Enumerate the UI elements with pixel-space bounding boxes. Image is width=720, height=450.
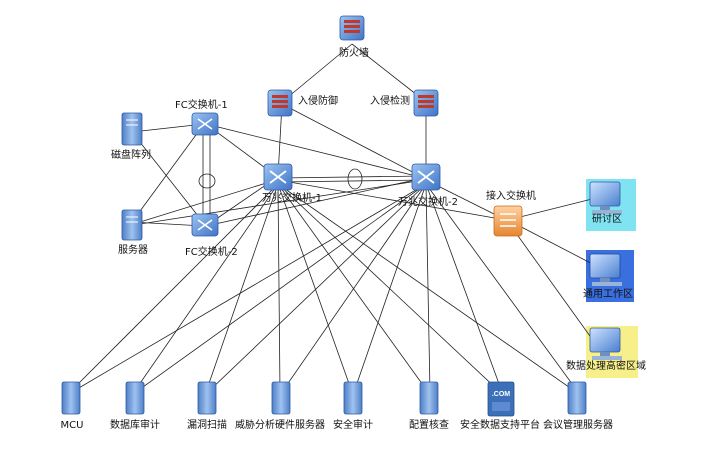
bottom-label-security-data-platform: 安全数据支持平台 (460, 420, 540, 431)
bottom-label-meeting-mgmt: 会议管理服务器 (543, 420, 613, 431)
vulnerability-scan-server-icon[interactable] (197, 381, 217, 415)
core-switch-1-icon[interactable] (263, 163, 293, 191)
config-check-server-icon[interactable] (419, 381, 439, 415)
bottom-label-vulnerability-scan: 漏洞扫描 (187, 420, 227, 431)
security-data-platform-server-icon[interactable]: .COM (487, 381, 515, 417)
access-switch-label: 接入交换机 (486, 191, 536, 202)
core-link-aggregation-ellipse (347, 168, 363, 190)
fc-switch-2-label: FC交换机-2 (185, 247, 238, 258)
core-switch-2-icon[interactable] (411, 163, 441, 191)
intrusion-prevention-icon[interactable] (267, 89, 293, 117)
access-switch-icon[interactable] (493, 205, 523, 237)
firewall-icon[interactable] (339, 15, 365, 41)
fc-switch-2-icon[interactable] (191, 213, 219, 237)
bottom-label-database-audit: 数据库审计 (110, 420, 160, 431)
fc-switch-1-icon[interactable] (191, 112, 219, 136)
core-switch-1-label: 万兆交换机-1 (262, 193, 322, 204)
bottom-label-security-audit: 安全审计 (333, 420, 373, 431)
bottom-label-config-check: 配置核查 (409, 420, 449, 431)
high-density-zone-computer-icon[interactable] (589, 327, 622, 360)
intrusion-detection-icon[interactable] (413, 89, 439, 117)
general-work-zone-label: 通用工作区 (583, 289, 633, 300)
bottom-label-mcu: MCU (60, 420, 84, 431)
discussion-zone-computer-icon[interactable] (589, 181, 622, 214)
general-work-zone-computer-icon[interactable] (589, 253, 622, 286)
fc-link-aggregation-ellipse (198, 173, 216, 189)
server-icon[interactable] (121, 209, 143, 241)
ids-label: 入侵检测 (370, 96, 410, 107)
fc-switch-1-label: FC交换机-1 (175, 100, 228, 111)
security-audit-server-icon[interactable] (343, 381, 363, 415)
mcu-server-icon[interactable] (61, 381, 81, 415)
com-icon-text: .COM (492, 391, 510, 398)
disk-array-label: 磁盘阵列 (111, 150, 151, 161)
discussion-zone-label: 研讨区 (592, 214, 622, 225)
firewall-label: 防火墙 (339, 48, 369, 59)
meeting-mgmt-server-icon[interactable] (567, 381, 587, 415)
bottom-label-threat-analysis: 威胁分析硬件服务器 (235, 420, 325, 431)
database-audit-server-icon[interactable] (125, 381, 145, 415)
disk-array-icon[interactable] (121, 112, 143, 146)
high-density-zone-label: 数据处理高密区域 (566, 361, 646, 372)
core-switch-2-label: 万兆交换机-2 (398, 197, 458, 208)
ips-label: 入侵防御 (298, 96, 338, 107)
server-label: 服务器 (118, 245, 148, 256)
threat-analysis-server-icon[interactable] (271, 381, 291, 415)
